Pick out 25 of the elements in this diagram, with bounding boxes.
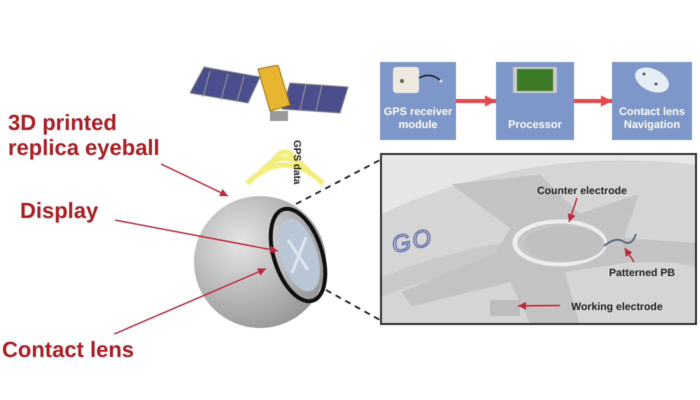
leader-line bbox=[624, 248, 635, 262]
leader-line bbox=[160, 163, 228, 197]
callout-text: Patterned PB bbox=[597, 264, 687, 282]
flow-arrow bbox=[456, 96, 496, 106]
callout-label: 3D printed replica eyeball bbox=[8, 106, 193, 164]
process-box bbox=[380, 62, 456, 140]
leader-line bbox=[114, 268, 266, 335]
step-label: GPS receiver module bbox=[383, 106, 453, 132]
callout-label: Contact lens bbox=[2, 334, 152, 366]
callout-text: Counter electrode bbox=[532, 182, 632, 200]
process-box bbox=[612, 62, 692, 140]
leader-line bbox=[568, 198, 578, 222]
callout-text: Working electrode bbox=[562, 298, 672, 316]
zoomed-lens-panel bbox=[380, 153, 697, 325]
callout-label: Display bbox=[20, 196, 115, 226]
flow-arrow bbox=[574, 96, 612, 106]
process-box bbox=[496, 62, 574, 140]
zoom-line bbox=[296, 159, 380, 205]
step-label: Processor bbox=[508, 118, 562, 132]
leader-line bbox=[114, 219, 278, 254]
zoom-line bbox=[326, 289, 380, 321]
leader-line bbox=[518, 302, 560, 310]
step-label: Contact lens Navigation bbox=[618, 106, 686, 132]
pattern-text: GO bbox=[390, 224, 436, 260]
signal-label: GPS data bbox=[291, 140, 302, 184]
